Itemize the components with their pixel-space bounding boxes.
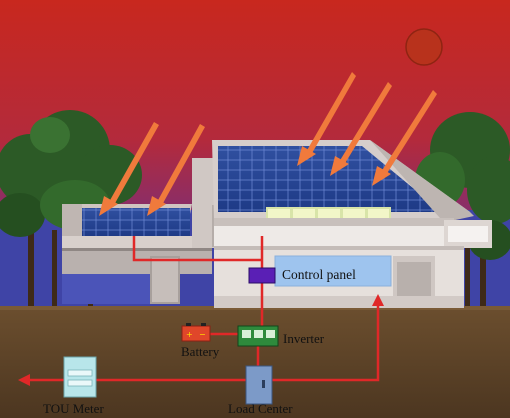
window [275, 256, 391, 286]
inverter-label: Inverter [283, 331, 325, 346]
tou-meter-icon [63, 356, 97, 398]
load-center-icon [245, 365, 273, 405]
load-center-label: Load Center [228, 401, 293, 416]
arrow-up [372, 294, 384, 306]
control-panel-icon [248, 267, 276, 284]
sun-rays [99, 72, 437, 216]
inverter-icon [237, 325, 279, 347]
svg-text:−: − [199, 330, 206, 339]
battery-label: Battery [181, 344, 220, 359]
control-panel-label: Control panel [282, 267, 356, 282]
center-chimney [192, 158, 214, 248]
arrow-left [18, 374, 30, 386]
svg-text:+: + [186, 330, 193, 339]
battery-icon: + − [181, 323, 211, 342]
sun-icon [405, 28, 443, 66]
tou-meter-label: TOU Meter [43, 401, 104, 416]
